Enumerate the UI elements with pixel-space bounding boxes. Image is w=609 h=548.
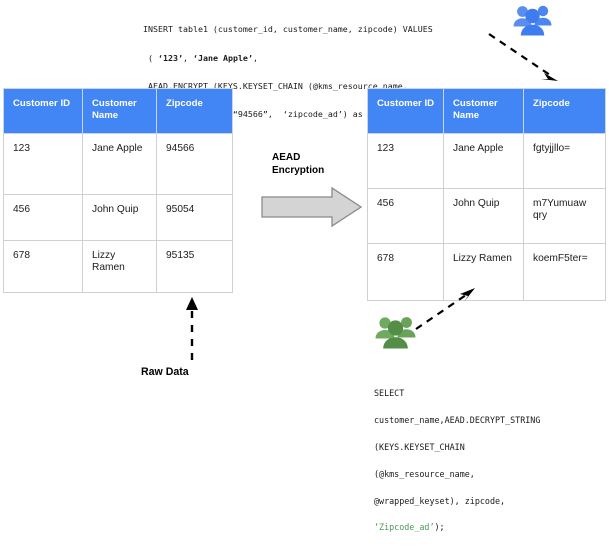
insert-line-1-text: INSERT table1 (customer_id, customer_nam…: [143, 24, 433, 35]
cell-customer-name: John Quip: [82, 194, 157, 241]
insert-line-2-suffix: ,: [252, 52, 258, 63]
insert-customer-name-literal: ‘Jane Apple’: [192, 52, 253, 63]
table-row: 123 Jane Apple fgtyjjllo=: [367, 133, 606, 189]
insert-customer-id-literal: ‘123’: [158, 52, 183, 63]
select-statement-line-1: SELECT: [374, 387, 540, 400]
people-group-icon-green: [374, 314, 418, 355]
select-statement: SELECT customer_name,AEAD.DECRYPT_STRING…: [374, 374, 540, 548]
cell-customer-name: John Quip: [443, 188, 524, 244]
cell-zipcode: 94566: [156, 133, 233, 195]
table-header-row: Customer ID Customer Name Zipcode: [367, 88, 606, 134]
insert-line-2-prefix: (: [143, 52, 158, 63]
cell-customer-id: 123: [3, 133, 83, 195]
column-header-customer-id: Customer ID: [3, 88, 83, 134]
raw-data-table: Customer ID Customer Name Zipcode 123 Ja…: [3, 88, 233, 293]
cell-customer-id: 456: [367, 188, 444, 244]
insert-statement-line-1: INSERT table1 (customer_id, customer_nam…: [143, 22, 433, 36]
select-flow-arrow: [414, 286, 484, 337]
cell-customer-name: Jane Apple: [443, 133, 524, 189]
select-statement-line-3: (KEYS.KEYSET_CHAIN: [374, 441, 540, 454]
insert-statement-line-2: ( ‘123’, ‘Jane Apple’,: [143, 51, 433, 65]
table-row: 456 John Quip 95054: [3, 194, 233, 241]
table-row: 456 John Quip m7Yumuaw qry: [367, 188, 606, 244]
arrow-up-dashed-icon: [182, 296, 202, 367]
select-statement-line-4: (@kms_resource_name,: [374, 468, 540, 481]
column-header-customer-name: Customer Name: [443, 88, 524, 134]
select-line-3-text: (KEYS.KEYSET_CHAIN: [374, 442, 465, 453]
column-header-zipcode: Zipcode: [156, 88, 233, 134]
cell-customer-id: 678: [367, 243, 444, 301]
cell-customer-name: Lizzy Ramen: [443, 243, 524, 301]
column-header-customer-name: Customer Name: [82, 88, 157, 134]
encrypted-data-table: Customer ID Customer Name Zipcode 123 Ja…: [367, 88, 606, 301]
insert-line-3-text: AEAD.ENCRYPT (KEYS.KEYSET_CHAIN (@kms_re…: [143, 81, 408, 92]
column-header-zipcode: Zipcode: [523, 88, 606, 134]
column-header-customer-id: Customer ID: [367, 88, 444, 134]
cell-customer-id: 456: [3, 194, 83, 241]
cell-customer-name: Jane Apple: [82, 133, 157, 195]
select-line-4-text: (@kms_resource_name,: [374, 468, 475, 479]
cell-customer-id: 123: [367, 133, 444, 189]
cell-zipcode: 95135: [156, 240, 233, 293]
table-header-row: Customer ID Customer Name Zipcode: [3, 88, 233, 134]
table-row: 123 Jane Apple 94566: [3, 133, 233, 195]
table-row: 678 Lizzy Ramen koemF5ter=: [367, 243, 606, 301]
cell-zipcode: 95054: [156, 194, 233, 241]
select-ad-literal: ‘Zipcode_ad’: [374, 522, 435, 533]
block-arrow-right-icon: [260, 186, 364, 233]
cell-customer-id: 678: [3, 240, 83, 293]
aead-encryption-label: AEAD Encryption: [272, 152, 325, 176]
select-line-6-tail: );: [434, 522, 445, 533]
cell-zipcode: koemF5ter=: [523, 243, 606, 301]
insert-line-2-sep: ,: [182, 52, 193, 63]
select-statement-line-6: ‘Zipcode_ad’);: [374, 521, 540, 534]
cell-zipcode: fgtyjjllo=: [523, 133, 606, 189]
select-statement-line-5: @wrapped_keyset), zipcode,: [374, 495, 540, 508]
table-row: 678 Lizzy Ramen 95135: [3, 240, 233, 293]
cell-zipcode: m7Yumuaw qry: [523, 188, 606, 244]
insert-statement-line-3: AEAD.ENCRYPT (KEYS.KEYSET_CHAIN (@kms_re…: [143, 79, 433, 93]
select-line-1-text: SELECT: [374, 388, 405, 399]
people-group-icon-blue: [512, 3, 554, 42]
raw-data-label: Raw Data: [141, 366, 189, 378]
select-statement-line-2: customer_name,AEAD.DECRYPT_STRING: [374, 414, 540, 427]
insert-flow-arrow: [486, 30, 566, 91]
select-line-2-text: customer_name,AEAD.DECRYPT_STRING: [374, 415, 541, 426]
select-line-5-text: @wrapped_keyset), zipcode,: [374, 495, 506, 506]
cell-customer-name: Lizzy Ramen: [82, 240, 157, 293]
